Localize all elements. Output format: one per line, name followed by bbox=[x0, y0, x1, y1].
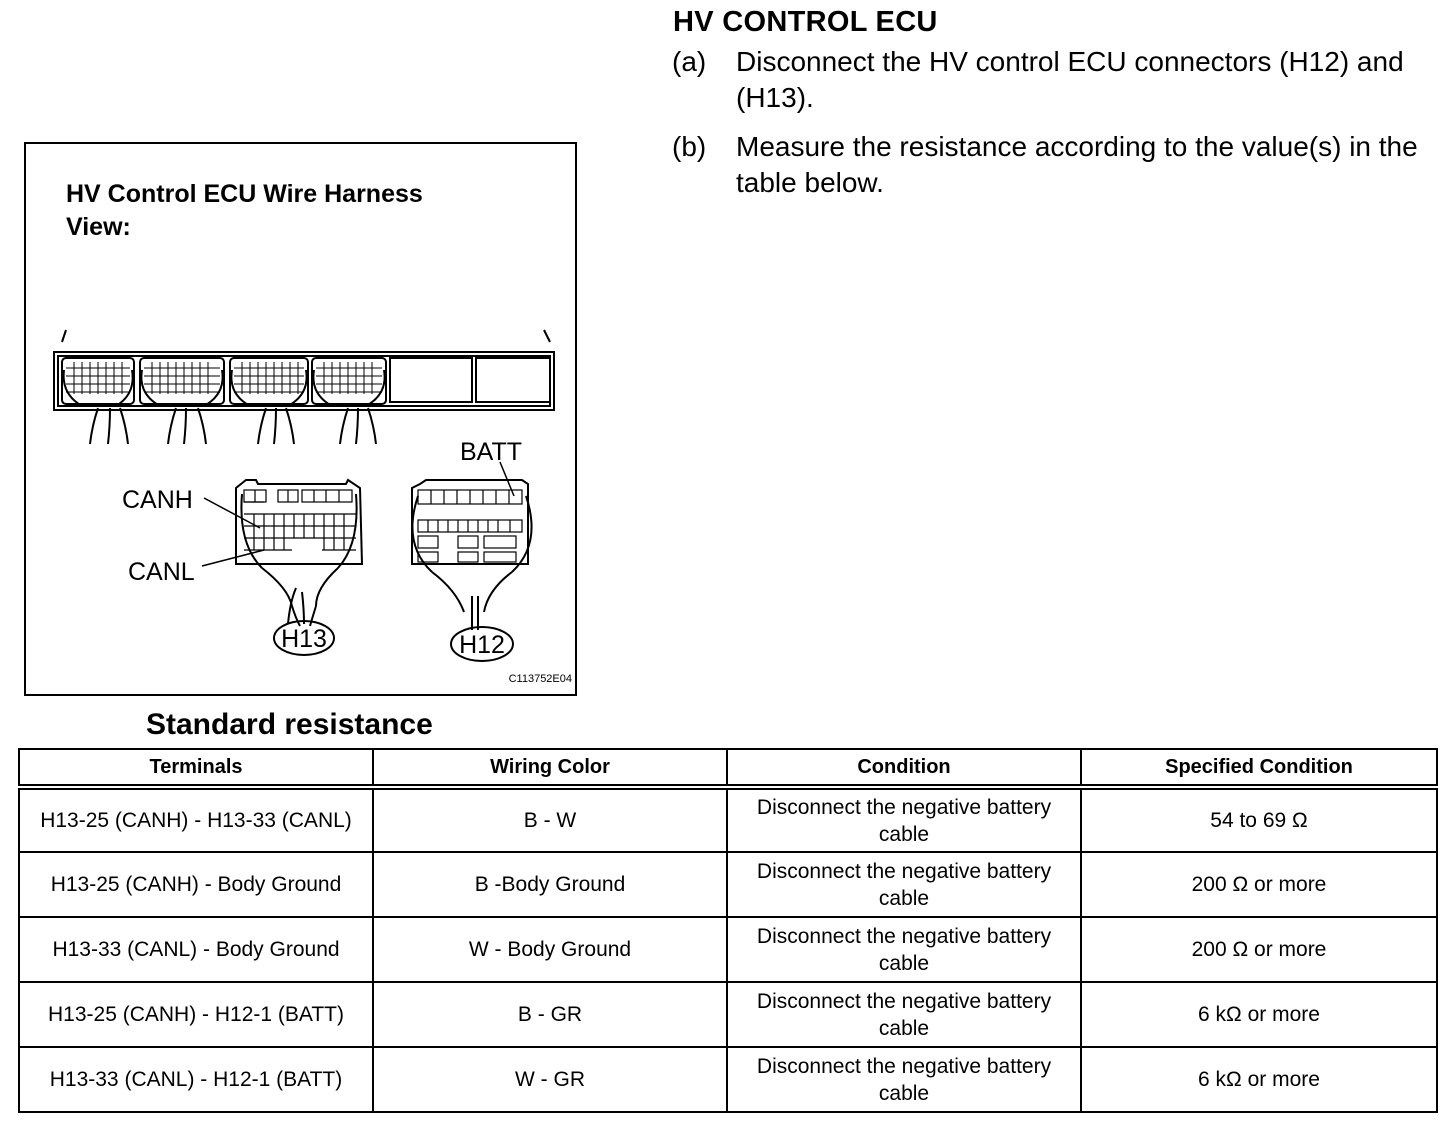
connector-h13 bbox=[235, 478, 364, 627]
cell-wiring-color: B -Body Ground bbox=[372, 851, 728, 918]
table-title: Standard resistance bbox=[146, 708, 433, 741]
step-a-text: Disconnect the HV control ECU connectors… bbox=[736, 46, 1404, 113]
ecu-connector-body bbox=[53, 351, 555, 411]
resistance-table: Terminals Wiring Color Condition Specifi… bbox=[18, 748, 1438, 1113]
figure-title: HV Control ECU Wire Harness View: bbox=[66, 180, 423, 241]
canh-leader bbox=[203, 497, 261, 529]
table-row: H13-25 (CANH) - H13-33 (CANL) B - W Disc… bbox=[18, 786, 1438, 853]
table-row: H13-25 (CANH) - Body Ground B -Body Grou… bbox=[18, 851, 1438, 918]
ecu-empty-port-1 bbox=[389, 357, 473, 403]
header-specified-condition: Specified Condition bbox=[1080, 748, 1438, 790]
ecu-port-2 bbox=[139, 357, 225, 407]
header-wiring-color: Wiring Color bbox=[372, 748, 728, 790]
cell-condition: Disconnect the negative battery cable bbox=[726, 1046, 1082, 1113]
batt-leader bbox=[499, 461, 515, 497]
cell-specified-condition: 200 Ω or more bbox=[1080, 916, 1438, 983]
cell-condition: Disconnect the negative battery cable bbox=[726, 786, 1082, 853]
cell-wiring-color: B - GR bbox=[372, 981, 728, 1048]
cell-specified-condition: 6 kΩ or more bbox=[1080, 1046, 1438, 1113]
header-condition: Condition bbox=[726, 748, 1082, 790]
cell-wiring-color: B - W bbox=[372, 786, 728, 853]
h12-label-ellipse bbox=[450, 626, 514, 662]
h13-label-ellipse bbox=[273, 620, 335, 656]
ecu-port-1 bbox=[61, 357, 135, 407]
ecu-empty-port-2 bbox=[475, 357, 551, 403]
cell-specified-condition: 6 kΩ or more bbox=[1080, 981, 1438, 1048]
canh-label: CANH bbox=[122, 486, 193, 514]
table-row: H13-33 (CANL) - H12-1 (BATT) W - GR Disc… bbox=[18, 1046, 1438, 1113]
table-row: H13-33 (CANL) - Body Ground W - Body Gro… bbox=[18, 916, 1438, 983]
cell-condition: Disconnect the negative battery cable bbox=[726, 916, 1082, 983]
section-heading: HV CONTROL ECU bbox=[673, 6, 938, 38]
wire-harness-figure: CANH CANL BATT H13 H12 C113752E04 HV Con… bbox=[24, 142, 577, 696]
cell-terminals: H13-25 (CANH) - Body Ground bbox=[18, 851, 374, 918]
cell-condition: Disconnect the negative battery cable bbox=[726, 981, 1082, 1048]
cell-terminals: H13-33 (CANL) - Body Ground bbox=[18, 916, 374, 983]
cell-terminals: H13-33 (CANL) - H12-1 (BATT) bbox=[18, 1046, 374, 1113]
h13-label: H13 bbox=[281, 625, 327, 653]
table-row: H13-25 (CANH) - H12-1 (BATT) B - GR Disc… bbox=[18, 981, 1438, 1048]
canl-leader bbox=[201, 549, 265, 567]
canl-label: CANL bbox=[128, 558, 195, 586]
cell-terminals: H13-25 (CANH) - H13-33 (CANL) bbox=[18, 786, 374, 853]
cell-wiring-color: W - GR bbox=[372, 1046, 728, 1113]
header-terminals: Terminals bbox=[18, 748, 374, 790]
h12-label: H12 bbox=[459, 631, 505, 659]
cell-wiring-color: W - Body Ground bbox=[372, 916, 728, 983]
connector-h12 bbox=[411, 479, 533, 630]
step-a-label: (a) bbox=[672, 46, 707, 77]
ecu-corner-left bbox=[61, 329, 67, 343]
wire-harness-diagram: CANH CANL BATT H13 H12 C113752E04 bbox=[53, 329, 572, 685]
batt-label: BATT bbox=[460, 438, 522, 466]
figure-code: C113752E04 bbox=[509, 673, 572, 685]
ecu-port-3 bbox=[229, 357, 309, 407]
ecu-corner-right bbox=[543, 329, 551, 343]
cell-specified-condition: 54 to 69 Ω bbox=[1080, 786, 1438, 853]
table-header-row: Terminals Wiring Color Condition Specifi… bbox=[18, 748, 1438, 790]
cell-condition: Disconnect the negative battery cable bbox=[726, 851, 1082, 918]
step-b-label: (b) bbox=[672, 131, 707, 162]
cell-terminals: H13-25 (CANH) - H12-1 (BATT) bbox=[18, 981, 374, 1048]
cell-specified-condition: 200 Ω or more bbox=[1080, 851, 1438, 918]
ecu-port-4 bbox=[311, 357, 387, 407]
step-b-text: Measure the resistance according to the … bbox=[736, 131, 1418, 198]
